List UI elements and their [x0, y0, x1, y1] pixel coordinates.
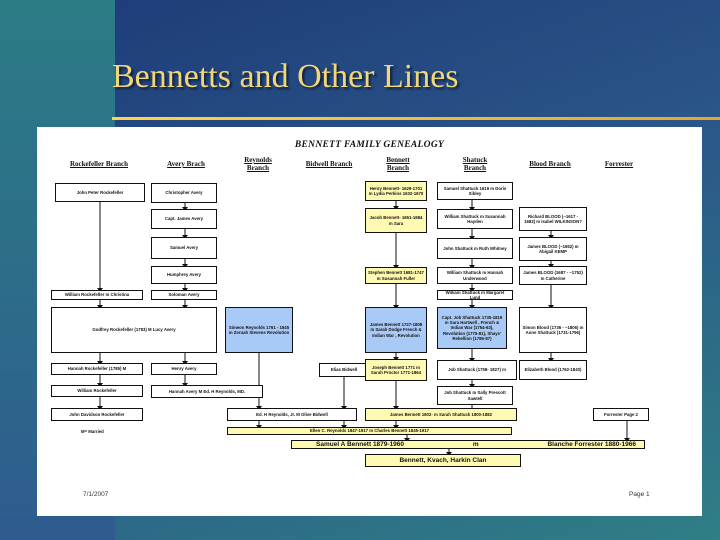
slide-title: Bennetts and Other Lines — [112, 58, 459, 95]
person-elias-bidwell: Elias Bidwell — [319, 363, 369, 377]
branch-header-shatuck: Shatuck Branch — [462, 156, 488, 172]
person-joseph-bennett: Joseph Bennett 1771 m Sarah Proctor 1771… — [365, 359, 427, 381]
person-john-peter-rockefeller: John Peter Rockefeller — [55, 183, 145, 202]
person-william-shattuck: William Shattuck m Susannah Hayden — [437, 209, 513, 229]
person-james-bennett-2: James Bennett 1802- m Sarah Shattuck 180… — [365, 408, 517, 421]
person-john-shattuck: John Shattuck m Ruth Whitney — [437, 238, 513, 259]
person-simon-blood: Simon Blood (1736 - ~1806) m Anne Shattu… — [519, 307, 587, 353]
branch-header-forrester: Forrester — [604, 160, 634, 168]
footer-date: 7/1/2007 — [83, 491, 109, 498]
genealogy-chart: BENNETT FAMILY GENEALOGY Rockefeller Bra… — [37, 127, 702, 516]
person-samuel-shattuck: Samuel Shattuck 1619 m Doris Sibley — [437, 182, 513, 200]
branch-header-reynolds: Reynolds Branch — [244, 156, 272, 172]
person-stephen-bennett: Stephen Bennett 1681-1747 m Susannah Ful… — [365, 267, 427, 284]
title-underline — [112, 117, 720, 120]
person-hannah-rockefeller: Hannah Rockefeller (1785) M — [51, 363, 143, 375]
branch-header-rockefeller: Rockefeller Branch — [70, 160, 128, 168]
forrester-page-2: Forrester Page 2 — [593, 408, 649, 421]
person-simeon-reynolds: Simeon Reynolds 1761 - 1845 m Zeruah Ste… — [225, 307, 293, 353]
person-john-davidson-rockefeller: John Davidson Rockefeller — [51, 408, 143, 421]
clan-box: Bennett, Kvach, Harkin Clan — [365, 454, 521, 467]
person-capt-james-avery: Capt. James Avery — [151, 209, 217, 229]
person-humphrey-avery: Humphrey Avery — [151, 266, 217, 284]
person-james-bennett: James Bennett 1727-1808 m Sarah Dodge Fr… — [365, 307, 427, 353]
person-job-shattuck: Job Shattuck (1758- 1827) m — [437, 360, 517, 380]
person-soloman-avery: Soloman Avery — [151, 290, 217, 300]
person-william-shattuck-3: William Shattuck m Margaret Lund — [437, 290, 513, 300]
person-richard-blood: Richard BLOOD (~1617 - 1683) m Isabel WI… — [519, 207, 587, 231]
person-elizabeth-blood: Elizabeth Blood (1762-1840) — [519, 360, 587, 380]
person-job-shattuck-2: Job Shattuck m Sally Prescott Sawtell — [437, 386, 513, 405]
person-james-blood-2: James BLOOD (1687 - ~1752) m Catherine — [519, 266, 587, 285]
person-henry-bennett: Henry Bennett- 1629-1701 m Lydia Perkins… — [365, 181, 427, 201]
branch-header-bidwell: Bidwell Branch — [305, 160, 353, 168]
person-james-blood: James BLOOD (~1652) m Abigail KEMP — [519, 237, 587, 261]
married-note: M= Married — [81, 429, 104, 434]
person-ed-reynolds-jr: Ed. H Reynolds, Jr. M Olive Bidwell — [227, 408, 357, 421]
person-william-rockefeller-2: William Rockefeller — [51, 385, 143, 397]
samuel-bennett-row: Samuel A Bennett 1879-1960 m Blanche For… — [291, 440, 645, 449]
person-samuel-avery: Samuel Avery — [151, 237, 217, 259]
person-jacob-bennett: Jacob Bennett- 1651-1684 m Sara — [365, 208, 427, 233]
person-christopher-avery: Christopher Avery — [151, 183, 217, 203]
footer-page: Page 1 — [629, 491, 650, 498]
person-william-rockefeller: William Rockefeller m Christina — [51, 290, 143, 300]
person-henry-avery: Henry Avery — [151, 363, 217, 375]
samuel-bennett-married: m — [472, 441, 479, 448]
chart-title: BENNETT FAMILY GENEALOGY — [294, 140, 445, 150]
person-capt-job-shattuck: Capt. Job Shattuck 1735-1819 m Sara Hart… — [437, 307, 507, 349]
person-samuel-bennett: Samuel A Bennett 1879-1960 — [316, 441, 405, 448]
branch-header-bennett: Bennett Branch — [386, 156, 410, 172]
branch-header-blood: Blood Branch — [529, 160, 571, 168]
person-william-shattuck-2: William Shattuck m Hannah Underwood — [437, 267, 513, 284]
person-blanche-forrester: Blanche Forrester 1880-1966 — [547, 441, 636, 448]
branch-header-avery: Avery Brach — [167, 160, 205, 168]
person-ellen-reynolds: Ellen C. Reynolds 1847-1917 m Charles Be… — [227, 427, 512, 435]
person-hannah-avery: Hannah Avery M Ed. H Reynolds, MD. — [151, 385, 263, 398]
person-godfrey-rockefeller: Godfrey Rockefeller (1783) M Lucy Avery — [51, 307, 217, 353]
